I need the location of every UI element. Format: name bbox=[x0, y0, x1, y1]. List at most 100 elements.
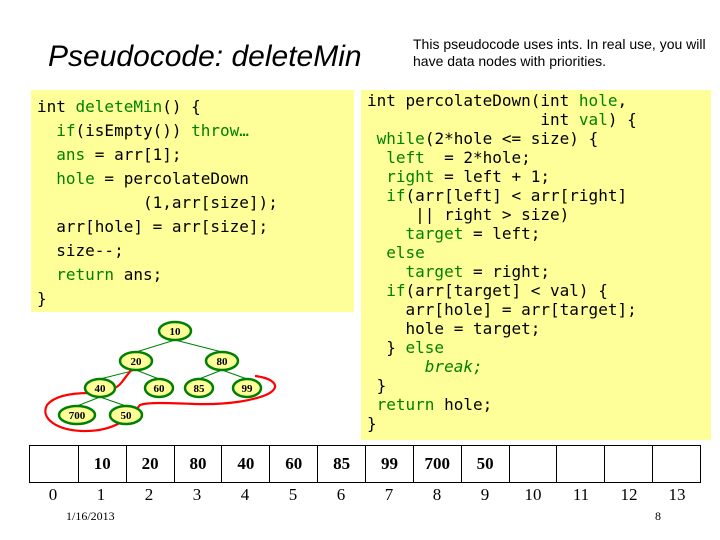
tree-edge bbox=[198, 369, 223, 380]
array-cell bbox=[652, 446, 700, 482]
code-line: arr[hole] = arr[target]; bbox=[367, 300, 711, 319]
tree-node: 50 bbox=[108, 404, 144, 426]
code-line: } bbox=[37, 287, 354, 311]
code-token: = arr[1]; bbox=[85, 145, 182, 164]
array-cell: 10 bbox=[77, 446, 126, 482]
code-line: (1,arr[size]); bbox=[37, 191, 354, 215]
code-line: target = left; bbox=[367, 224, 711, 243]
code-token: (arr[left] < arr[right] bbox=[405, 186, 628, 205]
tree-node-circle bbox=[57, 404, 97, 426]
code-token: , bbox=[617, 91, 628, 110]
array-index: 0 bbox=[48, 485, 58, 504]
tree-node-circle bbox=[183, 377, 215, 399]
code-line: while(2*hole <= size) { bbox=[367, 129, 711, 148]
tree-edge bbox=[135, 339, 176, 353]
code-token: if bbox=[56, 121, 76, 140]
code-line: size--; bbox=[37, 239, 354, 263]
tree-node-label: 60 bbox=[154, 383, 166, 395]
tree-edge bbox=[221, 369, 248, 380]
tree-node: 80 bbox=[204, 350, 240, 372]
tree-node: 85 bbox=[183, 377, 215, 399]
slide-note: This pseudocode uses ints. In real use, … bbox=[413, 36, 706, 69]
code-token: = right; bbox=[463, 262, 551, 281]
code-line: if(isEmpty()) throw… bbox=[37, 119, 354, 143]
tree-node: 99 bbox=[231, 377, 263, 399]
array-cell: 80 bbox=[173, 446, 222, 482]
code-token: int percolateDown(int bbox=[367, 91, 579, 110]
code-line: right = left + 1; bbox=[367, 167, 711, 186]
code-token: else bbox=[405, 338, 445, 357]
code-line: int deleteMin() { bbox=[37, 95, 354, 119]
array-cell bbox=[30, 446, 78, 482]
code-token: hole bbox=[56, 169, 95, 188]
code-line: int percolateDown(int hole, bbox=[367, 91, 711, 110]
slide-title: Pseudocode: deleteMin bbox=[48, 40, 362, 73]
code-token: break; bbox=[424, 357, 483, 376]
code-token: arr[hole] = arr[target]; bbox=[367, 300, 637, 319]
code-token: () { bbox=[162, 97, 201, 116]
array-cell: 700 bbox=[412, 446, 461, 482]
code-line: return hole; bbox=[367, 395, 711, 414]
array-index: 8 bbox=[432, 485, 442, 504]
code-token: = percolateDown bbox=[94, 169, 249, 188]
array-index: 5 bbox=[288, 485, 298, 504]
tree-node-circle bbox=[118, 350, 154, 372]
code-line: break; bbox=[367, 357, 711, 376]
tree-node-label: 40 bbox=[95, 383, 107, 395]
code-token: (isEmpty()) bbox=[75, 121, 192, 140]
code-block-percolatedown: int percolateDown(int hole, int val) { w… bbox=[361, 90, 711, 440]
code-token: return bbox=[376, 395, 435, 414]
code-token: } bbox=[37, 289, 47, 308]
tree-edge bbox=[76, 396, 101, 407]
code-line: arr[hole] = arr[size]; bbox=[37, 215, 354, 239]
code-token: = left + 1; bbox=[434, 167, 551, 186]
array-cell: 50 bbox=[460, 446, 509, 482]
array-cell: 99 bbox=[365, 446, 413, 482]
array-index: 1 bbox=[96, 485, 106, 504]
code-token: (1,arr[size]); bbox=[37, 193, 278, 212]
array-index: 7 bbox=[384, 485, 394, 504]
array-cell: 85 bbox=[317, 446, 365, 482]
tree-node-circle bbox=[83, 377, 117, 399]
code-line: } bbox=[367, 414, 711, 433]
code-token: target bbox=[405, 224, 464, 243]
array-index: 11 bbox=[572, 485, 590, 504]
code-line: hole = target; bbox=[367, 319, 711, 338]
code-line: ans = arr[1]; bbox=[37, 143, 354, 167]
code-token: size--; bbox=[37, 241, 124, 260]
code-token: ans bbox=[56, 145, 86, 164]
code-line: int val) { bbox=[367, 110, 711, 129]
tree-node: 40 bbox=[83, 377, 117, 399]
code-line: || right > size) bbox=[367, 205, 711, 224]
tree-node-label: 20 bbox=[131, 356, 143, 368]
code-token: right bbox=[386, 167, 435, 186]
tree-node-label: 10 bbox=[170, 326, 182, 338]
code-line: return ans; bbox=[37, 263, 354, 287]
code-token: val bbox=[578, 110, 608, 129]
code-token: arr[hole] = arr[size]; bbox=[37, 217, 269, 236]
code-token: if bbox=[386, 281, 406, 300]
array-index: 4 bbox=[240, 485, 250, 504]
array-index: 10 bbox=[524, 485, 542, 504]
array-index: 3 bbox=[192, 485, 202, 504]
array-cell: 40 bbox=[221, 446, 269, 482]
tree-edge bbox=[174, 339, 223, 353]
code-token: throw… bbox=[191, 121, 249, 140]
array-cell bbox=[508, 446, 557, 482]
tree-node-label: 85 bbox=[194, 383, 206, 395]
tree-node-circle bbox=[143, 377, 175, 399]
code-token: target bbox=[405, 262, 464, 281]
code-token: left bbox=[386, 148, 425, 167]
tree-node-label: 700 bbox=[69, 410, 86, 422]
tree-edge bbox=[99, 396, 127, 407]
page-number: 8 bbox=[655, 509, 661, 523]
code-token: ans; bbox=[114, 265, 163, 284]
code-token: (arr[target] < val) { bbox=[405, 281, 608, 300]
code-token: return bbox=[56, 265, 115, 284]
code-token: else bbox=[386, 243, 425, 262]
code-token: ) { bbox=[607, 110, 637, 129]
code-line: if(arr[left] < arr[right] bbox=[367, 186, 711, 205]
code-line: left = 2*hole; bbox=[367, 148, 711, 167]
